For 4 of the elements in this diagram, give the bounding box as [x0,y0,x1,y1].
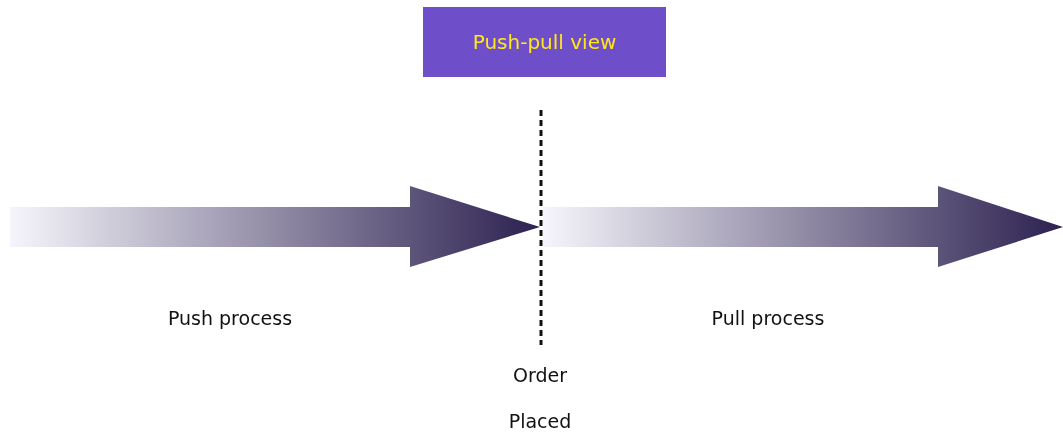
caption-text: Pull process [710,306,826,331]
caption-text: Order Placed [507,363,573,434]
caption-text: Push process [166,306,294,331]
title-box: Push-pull view [423,7,666,77]
